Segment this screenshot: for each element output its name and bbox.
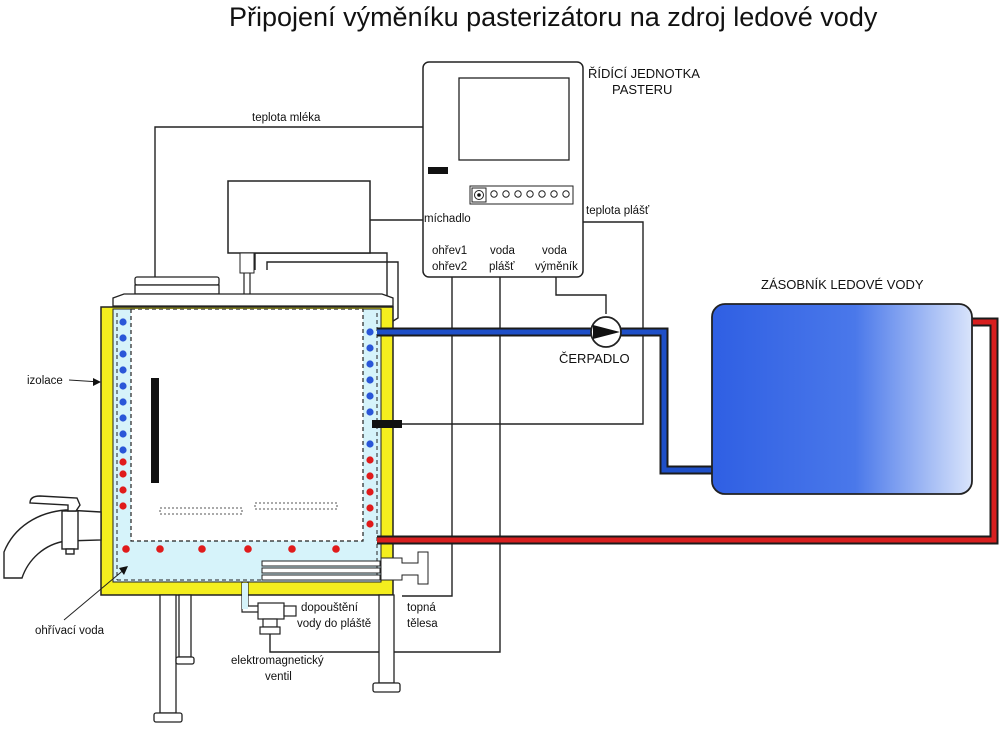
cold-water-dots — [119, 318, 374, 454]
valve-icon — [257, 602, 297, 635]
tap-icon[interactable] — [3, 495, 102, 579]
label-heating-water: ohřívací voda — [35, 625, 105, 637]
label-heaters-2: tělesa — [407, 618, 438, 630]
control-indicator — [428, 167, 448, 174]
label-heaters-1: topná — [407, 602, 436, 614]
terminal-water-jacket-1: voda — [490, 245, 516, 257]
terminal-water-exchanger-1: voda — [542, 245, 568, 257]
label-valve-2: ventil — [265, 671, 292, 683]
terminal-heat2: ohřev2 — [432, 261, 467, 273]
terminal-water-exchanger-2: výměník — [535, 261, 578, 273]
terminal-heat1: ohřev1 — [432, 245, 467, 257]
pasteurizer-vessel — [100, 306, 429, 613]
terminal-water-jacket-2: plášť — [489, 261, 515, 273]
knob-icon[interactable] — [471, 187, 487, 203]
label-tank: ZÁSOBNÍK LEDOVÉ VODY — [761, 277, 924, 292]
terminal-mixer: míchadlo — [424, 213, 471, 225]
heating-elements — [261, 551, 429, 585]
terminal-temp-jacket: teplota plášť — [586, 205, 650, 217]
milk-vessel — [130, 308, 364, 542]
control-unit: ŘÍDÍCÍ JEDNOTKA PASTERU míchadlo ohřev1 … — [422, 61, 700, 278]
diagram-title: Připojení výměníku pasterizátoru na zdro… — [229, 2, 878, 32]
mixer-motor — [227, 180, 371, 508]
vessel-lid — [112, 276, 394, 307]
label-valve-1: elektromagnetický — [231, 655, 324, 667]
label-refill-2: vody do pláště — [297, 618, 371, 630]
control-buttons[interactable] — [490, 190, 570, 198]
label-refill-1: dopouštění — [301, 602, 359, 614]
pump-icon — [590, 316, 622, 348]
label-milk-temperature: teplota mléka — [252, 112, 321, 124]
hot-water-dots — [119, 456, 374, 553]
control-display — [458, 77, 570, 161]
vessel-legs — [153, 594, 401, 723]
label-pump: ČERPADLO — [559, 351, 630, 366]
jacket-temperature-sensor — [372, 420, 402, 428]
milk-temperature-probe — [151, 378, 159, 483]
ice-water-tank — [711, 303, 973, 495]
control-unit-name-1: ŘÍDÍCÍ JEDNOTKA — [588, 66, 700, 81]
label-insulation: izolace — [27, 375, 63, 387]
control-unit-name-2: PASTERU — [612, 82, 672, 97]
